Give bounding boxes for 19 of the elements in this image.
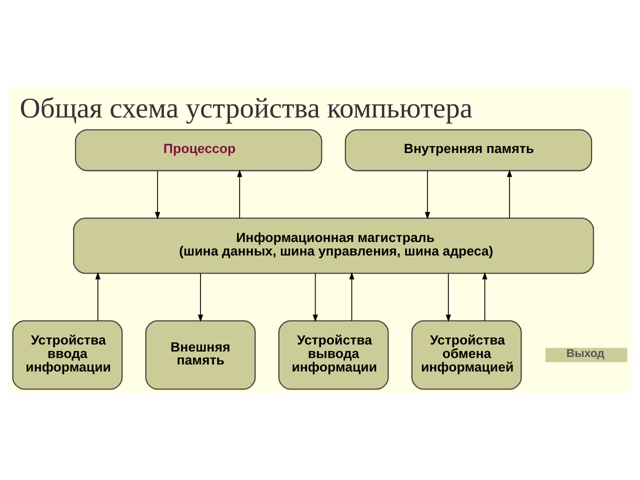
node-box: Внешняя память [145,320,256,390]
node-box: Процессор [74,129,322,172]
arrow [237,170,242,219]
arrow [154,170,160,220]
arrow [446,272,451,322]
label: Выход [566,348,604,360]
node-box: Внутренняя память [344,129,592,172]
arrow [349,272,354,322]
node-box: Устройства обмена информацией [411,320,522,390]
arrow [424,170,430,220]
arrow [506,170,512,219]
arrow [312,272,318,322]
arrow [482,272,488,322]
diagram-title: Общая схема устройства компьютера [20,93,472,124]
node-box: Информационная магистраль (шина данных, шина управления, шина адреса) [73,218,594,274]
node-box: Устройства ввода информации [12,320,123,390]
arrow [95,272,100,322]
arrow [198,272,204,322]
node-box: Устройства вывода информации [278,320,389,390]
